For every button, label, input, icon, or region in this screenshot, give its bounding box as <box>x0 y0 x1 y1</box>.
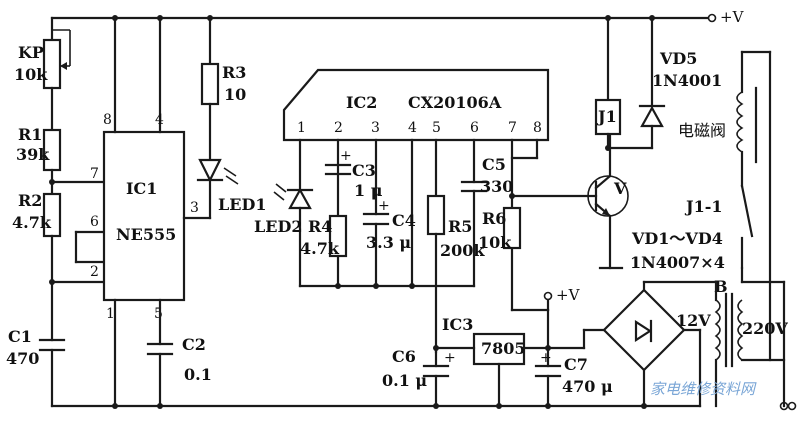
svg-text:4: 4 <box>408 120 417 136</box>
bridge-diode <box>634 319 653 343</box>
vd5-part: 1N4001 <box>652 71 722 90</box>
svg-text:+: + <box>540 350 552 366</box>
relay-contact-j1-1 <box>740 184 754 238</box>
r6-resistor <box>502 206 522 250</box>
r4-ref: R4 <box>308 217 332 236</box>
c6-ref: C6 <box>392 347 416 366</box>
r3-ref: R3 <box>222 63 246 82</box>
secondary-label: 12V <box>676 311 711 330</box>
ic2-cx20106a: IC2 CX20106A 1 2 3 4 5 6 7 8 LED2 + C3 1… <box>254 68 598 354</box>
r3-value: 10 <box>224 85 246 104</box>
svg-text:+: + <box>340 148 352 164</box>
ground-rail <box>50 403 702 409</box>
supply-rail: +V <box>50 8 745 26</box>
driver-stage: V J1 VD5 1N4001 <box>587 16 722 270</box>
relay-contact-ref: J1-1 <box>684 197 722 216</box>
c2-value: 0.1 <box>184 365 212 384</box>
kp-value: 10k <box>14 65 48 84</box>
regulated-supply-label: +V <box>556 286 581 304</box>
c4-value: 3.3 μ <box>366 233 411 252</box>
kp-ref: KP <box>18 43 44 62</box>
timing-network: KP 10k R1 39k R2 4.7k C1 470 <box>6 16 106 408</box>
svg-text:3: 3 <box>190 200 199 216</box>
c7-ref: C7 <box>564 355 588 374</box>
regulator-7805: IC3 7805 +V + C6 0.1 μ + C7 470 μ <box>382 286 613 408</box>
c4-ref: C4 <box>392 211 416 230</box>
ic3-part: 7805 <box>481 339 526 358</box>
c5-ref: C5 <box>482 155 506 174</box>
c1-value: 470 <box>6 349 39 368</box>
svg-text:5: 5 <box>154 306 163 322</box>
svg-text:8: 8 <box>103 112 112 128</box>
ic3-ref: IC3 <box>442 315 473 334</box>
c7-value: 470 μ <box>562 377 613 396</box>
c3-value: 1 μ <box>354 181 383 200</box>
svg-text:3: 3 <box>371 120 380 136</box>
vd5-diode <box>640 105 664 128</box>
led2-ref: LED2 <box>254 217 302 236</box>
r2-ref: R2 <box>18 191 42 210</box>
transformer-ref: B <box>714 277 728 296</box>
svg-text:+: + <box>444 350 456 366</box>
bridge-rectifier: VD1～VD4 1N4007×4 <box>582 229 725 408</box>
ic1-ne555: 8 4 7 6 2 3 1 5 IC1 NE555 C2 0.1 <box>90 16 212 408</box>
r6-value: 10k <box>478 233 512 252</box>
svg-text:1: 1 <box>297 120 306 136</box>
r2-value: 4.7k <box>12 213 52 232</box>
led1-ref: LED1 <box>218 195 266 214</box>
r3-resistor <box>200 62 220 106</box>
ic2-ref: IC2 <box>346 93 377 112</box>
ic1-ref: IC1 <box>126 179 157 198</box>
svg-text:7: 7 <box>90 166 99 182</box>
c6-value: 0.1 μ <box>382 371 427 390</box>
transistor-ref: V <box>613 179 627 198</box>
led2-diode <box>288 187 312 210</box>
r5-resistor <box>426 194 446 236</box>
r1-ref: R1 <box>18 125 42 144</box>
c3-ref: C3 <box>352 161 376 180</box>
led1-diode <box>198 158 222 183</box>
vd5-ref: VD5 <box>659 49 697 68</box>
r4-value: 4.7k <box>300 239 340 258</box>
transistor-v <box>587 175 629 217</box>
relay-coil-ref: J1 <box>596 107 617 126</box>
svg-text:4: 4 <box>155 112 164 128</box>
mains-load: 电磁阀 J1-1 <box>678 50 772 362</box>
bridge-ref: VD1～VD4 <box>631 229 723 248</box>
c5-value: 330 <box>480 177 513 196</box>
svg-text:8: 8 <box>533 120 542 136</box>
ic2-part: CX20106A <box>408 93 502 112</box>
watermark: 家电维修资料网 <box>650 380 757 398</box>
svg-text:7: 7 <box>508 120 517 136</box>
ic1-part: NE555 <box>116 225 176 244</box>
svg-text:2: 2 <box>90 264 99 280</box>
bridge-part: 1N4007×4 <box>630 253 725 272</box>
svg-text:6: 6 <box>470 120 479 136</box>
r6-ref: R6 <box>482 209 506 228</box>
transformer-b: B 12V 220V <box>676 277 797 411</box>
c2-ref: C2 <box>182 335 206 354</box>
svg-text:+: + <box>378 198 390 214</box>
supply-label: +V <box>720 8 745 26</box>
svg-text:6: 6 <box>90 214 99 230</box>
valve-label: 电磁阀 <box>678 121 726 140</box>
svg-text:1: 1 <box>106 306 115 322</box>
r3-led1-branch: R3 10 LED1 <box>196 16 266 220</box>
valve-coil <box>736 91 744 153</box>
r1-value: 39k <box>16 145 50 164</box>
primary-label: 220V <box>742 319 788 338</box>
r5-ref: R5 <box>448 217 472 236</box>
svg-text:5: 5 <box>432 120 441 136</box>
svg-text:2: 2 <box>334 120 343 136</box>
relay-coil-j1 <box>594 98 622 136</box>
c1-ref: C1 <box>8 327 32 346</box>
